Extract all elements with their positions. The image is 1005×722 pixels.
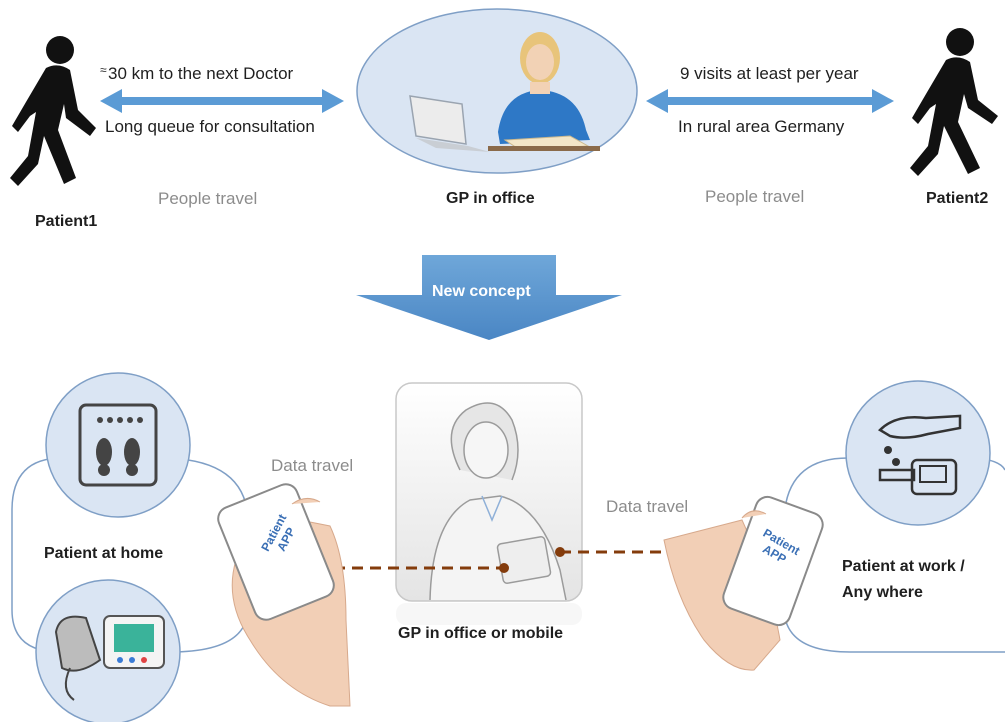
data-travel-left: Data travel bbox=[271, 456, 354, 475]
right-note-line1: 9 visits at least per year bbox=[680, 64, 859, 83]
patient2-label: Patient2 bbox=[926, 190, 989, 207]
patient-at-work-label-line2: Any where bbox=[842, 584, 923, 601]
glucose-meter-illustration bbox=[845, 380, 991, 526]
left-travel-label: People travel bbox=[158, 189, 258, 208]
gp-office-illustration bbox=[356, 8, 638, 174]
new-concept-label: New concept bbox=[432, 283, 531, 300]
hand-holding-phone-right bbox=[663, 495, 824, 671]
data-line-endpoint bbox=[499, 563, 509, 573]
data-travel-right: Data travel bbox=[606, 497, 689, 516]
left-note-line1: 30 km to the next Doctor bbox=[108, 64, 294, 83]
patient-at-home-label: Patient at home bbox=[44, 545, 164, 562]
female-doctor-icon bbox=[429, 402, 567, 601]
new-concept-arrow bbox=[356, 255, 622, 340]
left-note-line2: Long queue for consultation bbox=[105, 117, 315, 136]
walking-person-icon bbox=[10, 36, 96, 186]
hand-holding-phone-left bbox=[217, 483, 351, 707]
blood-pressure-monitor-illustration bbox=[35, 579, 181, 722]
gp-office-mobile-label: GP in office or mobile bbox=[398, 625, 564, 642]
double-arrow-right bbox=[646, 89, 894, 113]
laptop-icon bbox=[409, 95, 490, 152]
right-note-line2: In rural area Germany bbox=[678, 117, 845, 136]
right-travel-label: People travel bbox=[705, 187, 805, 206]
double-arrow-left bbox=[100, 89, 344, 113]
bracket-line-left bbox=[11, 457, 63, 653]
doctor-icon bbox=[488, 32, 600, 151]
weight-scale-illustration bbox=[45, 372, 191, 518]
bracket-line-left-bottom bbox=[169, 609, 249, 653]
patient-at-work-label-line1: Patient at work / bbox=[842, 558, 965, 575]
gp-mobile-card bbox=[395, 382, 583, 625]
walking-person-icon bbox=[910, 28, 998, 176]
gp-office-label: GP in office bbox=[446, 190, 535, 207]
patient1-label: Patient1 bbox=[35, 213, 98, 230]
approx-mark: ≈ bbox=[100, 63, 107, 77]
data-line-endpoint bbox=[555, 547, 565, 557]
